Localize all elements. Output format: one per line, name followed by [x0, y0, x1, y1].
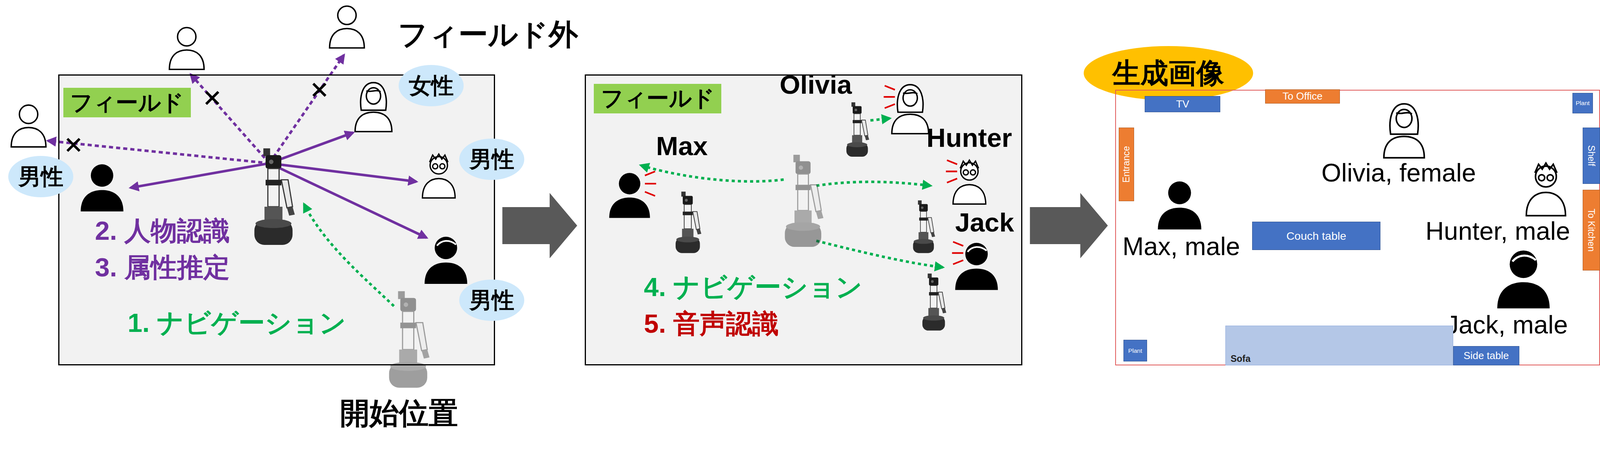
person-icons — [11, 6, 1566, 309]
speaker-name: Hunter — [926, 122, 1013, 154]
step-label: 1. ナビゲーション — [127, 307, 347, 339]
robot-icons — [254, 102, 946, 388]
tv-box: TV — [1144, 96, 1221, 113]
step-label: 4. ナビゲーション — [643, 271, 863, 303]
table-box: Couch table — [1252, 221, 1381, 251]
attribute-bubble: 男性 — [8, 155, 74, 198]
title-ellipse: 生成画像 — [1083, 46, 1253, 100]
table-box: Side table — [1453, 345, 1520, 366]
ellipse-fill — [1083, 46, 1253, 100]
person-label: Hunter, male — [1425, 216, 1571, 246]
sofa-box: Sofa — [1225, 325, 1453, 366]
plant-box-text: Plant — [1128, 347, 1142, 355]
door-box-text: Entrance — [1121, 145, 1132, 183]
field-label: フィールド — [63, 87, 191, 118]
field-label-text: フィールド — [600, 85, 715, 112]
door-box: Entrance — [1118, 127, 1135, 202]
shelf-box-text: Shelf — [1586, 145, 1597, 167]
outside-label: フィールド外 — [397, 17, 579, 52]
panel-fill — [584, 74, 1023, 366]
start-label: 開始位置 — [339, 395, 459, 430]
door-box: To Office — [1265, 89, 1340, 104]
attribute-bubble-text: 女性 — [408, 72, 454, 99]
tv-box-text: TV — [1176, 98, 1190, 111]
attribute-bubble-text: 男性 — [18, 163, 64, 190]
person-label: Jack, male — [1445, 310, 1568, 340]
generated-image-panel: Olivia, femaleMax, male Hunter, maleJack,… — [1115, 89, 1600, 366]
plant-box: Plant — [1123, 339, 1148, 361]
table-box-text: Side table — [1463, 349, 1509, 362]
ellipse-fill — [8, 155, 74, 198]
block-arrow — [502, 192, 578, 259]
speaker-name: Max — [655, 130, 708, 162]
attribute-bubble: 女性 — [398, 64, 464, 107]
step-label: 2. 人物認識 — [94, 215, 230, 246]
table-box-text: Couch table — [1286, 229, 1347, 243]
person-label: Max, male — [1122, 231, 1240, 262]
ellipse-fill — [459, 279, 525, 321]
door-box: To Kitchen — [1582, 189, 1600, 271]
plant-box: Plant — [1572, 92, 1593, 114]
step-label: 5. 音声認識 — [643, 308, 779, 339]
attribute-bubble-text: 男性 — [469, 287, 515, 314]
speaker-name: Jack — [955, 206, 1015, 238]
attribute-bubble-text: 男性 — [469, 146, 515, 173]
block-arrow — [1029, 192, 1108, 259]
door-box-text: To Kitchen — [1586, 208, 1597, 252]
field-label: フィールド — [593, 83, 722, 114]
title-ellipse-text: 生成画像 — [1112, 56, 1225, 89]
door-box-text: To Office — [1282, 90, 1323, 103]
field-label-text: フィールド — [70, 89, 184, 116]
panel-fill — [58, 74, 496, 366]
attribute-bubble: 男性 — [459, 138, 525, 180]
ellipse-fill — [459, 138, 525, 180]
speaker-name: Olivia — [779, 69, 852, 100]
ellipse-fill — [398, 64, 464, 107]
attribute-bubble: 男性 — [459, 279, 525, 321]
person-label: Olivia, female — [1321, 158, 1477, 188]
step-label: 3. 属性推定 — [94, 251, 230, 283]
shelf-box: Shelf — [1582, 127, 1600, 184]
plant-box-text: Plant — [1575, 99, 1590, 107]
sofa-box-text: Sofa — [1230, 353, 1251, 364]
field-panel: 2. 人物認識 3. 属性推定 1. ナビゲーション フィールド — [58, 74, 496, 366]
detection-arrows — [48, 55, 427, 238]
